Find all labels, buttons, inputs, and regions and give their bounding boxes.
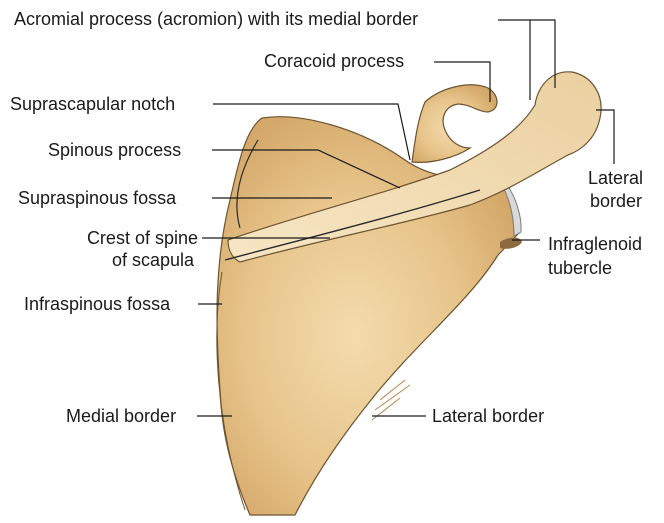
label-coracoid: Coracoid process [264, 51, 404, 72]
label-spinous-process: Spinous process [48, 140, 181, 161]
label-medial-border: Medial border [66, 406, 176, 427]
label-infraspinous-fossa: Infraspinous fossa [24, 294, 170, 315]
label-crest-line1: Crest of spine [30, 228, 198, 249]
label-crest-line2: of scapula [30, 250, 194, 271]
label-acromion: Acromial process (acromion) with its med… [14, 9, 418, 30]
label-infraglenoid-2: tubercle [548, 258, 612, 279]
label-lateral-border-right-2: border [590, 191, 642, 212]
label-lateral-border-right-1: Lateral [588, 168, 643, 189]
label-infraglenoid-1: Infraglenoid [548, 234, 642, 255]
label-supraspinous-fossa: Supraspinous fossa [18, 188, 176, 209]
leader-acromion [498, 20, 555, 88]
label-suprascapular-notch: Suprascapular notch [10, 94, 175, 115]
label-lateral-border-bottom: Lateral border [432, 406, 544, 427]
